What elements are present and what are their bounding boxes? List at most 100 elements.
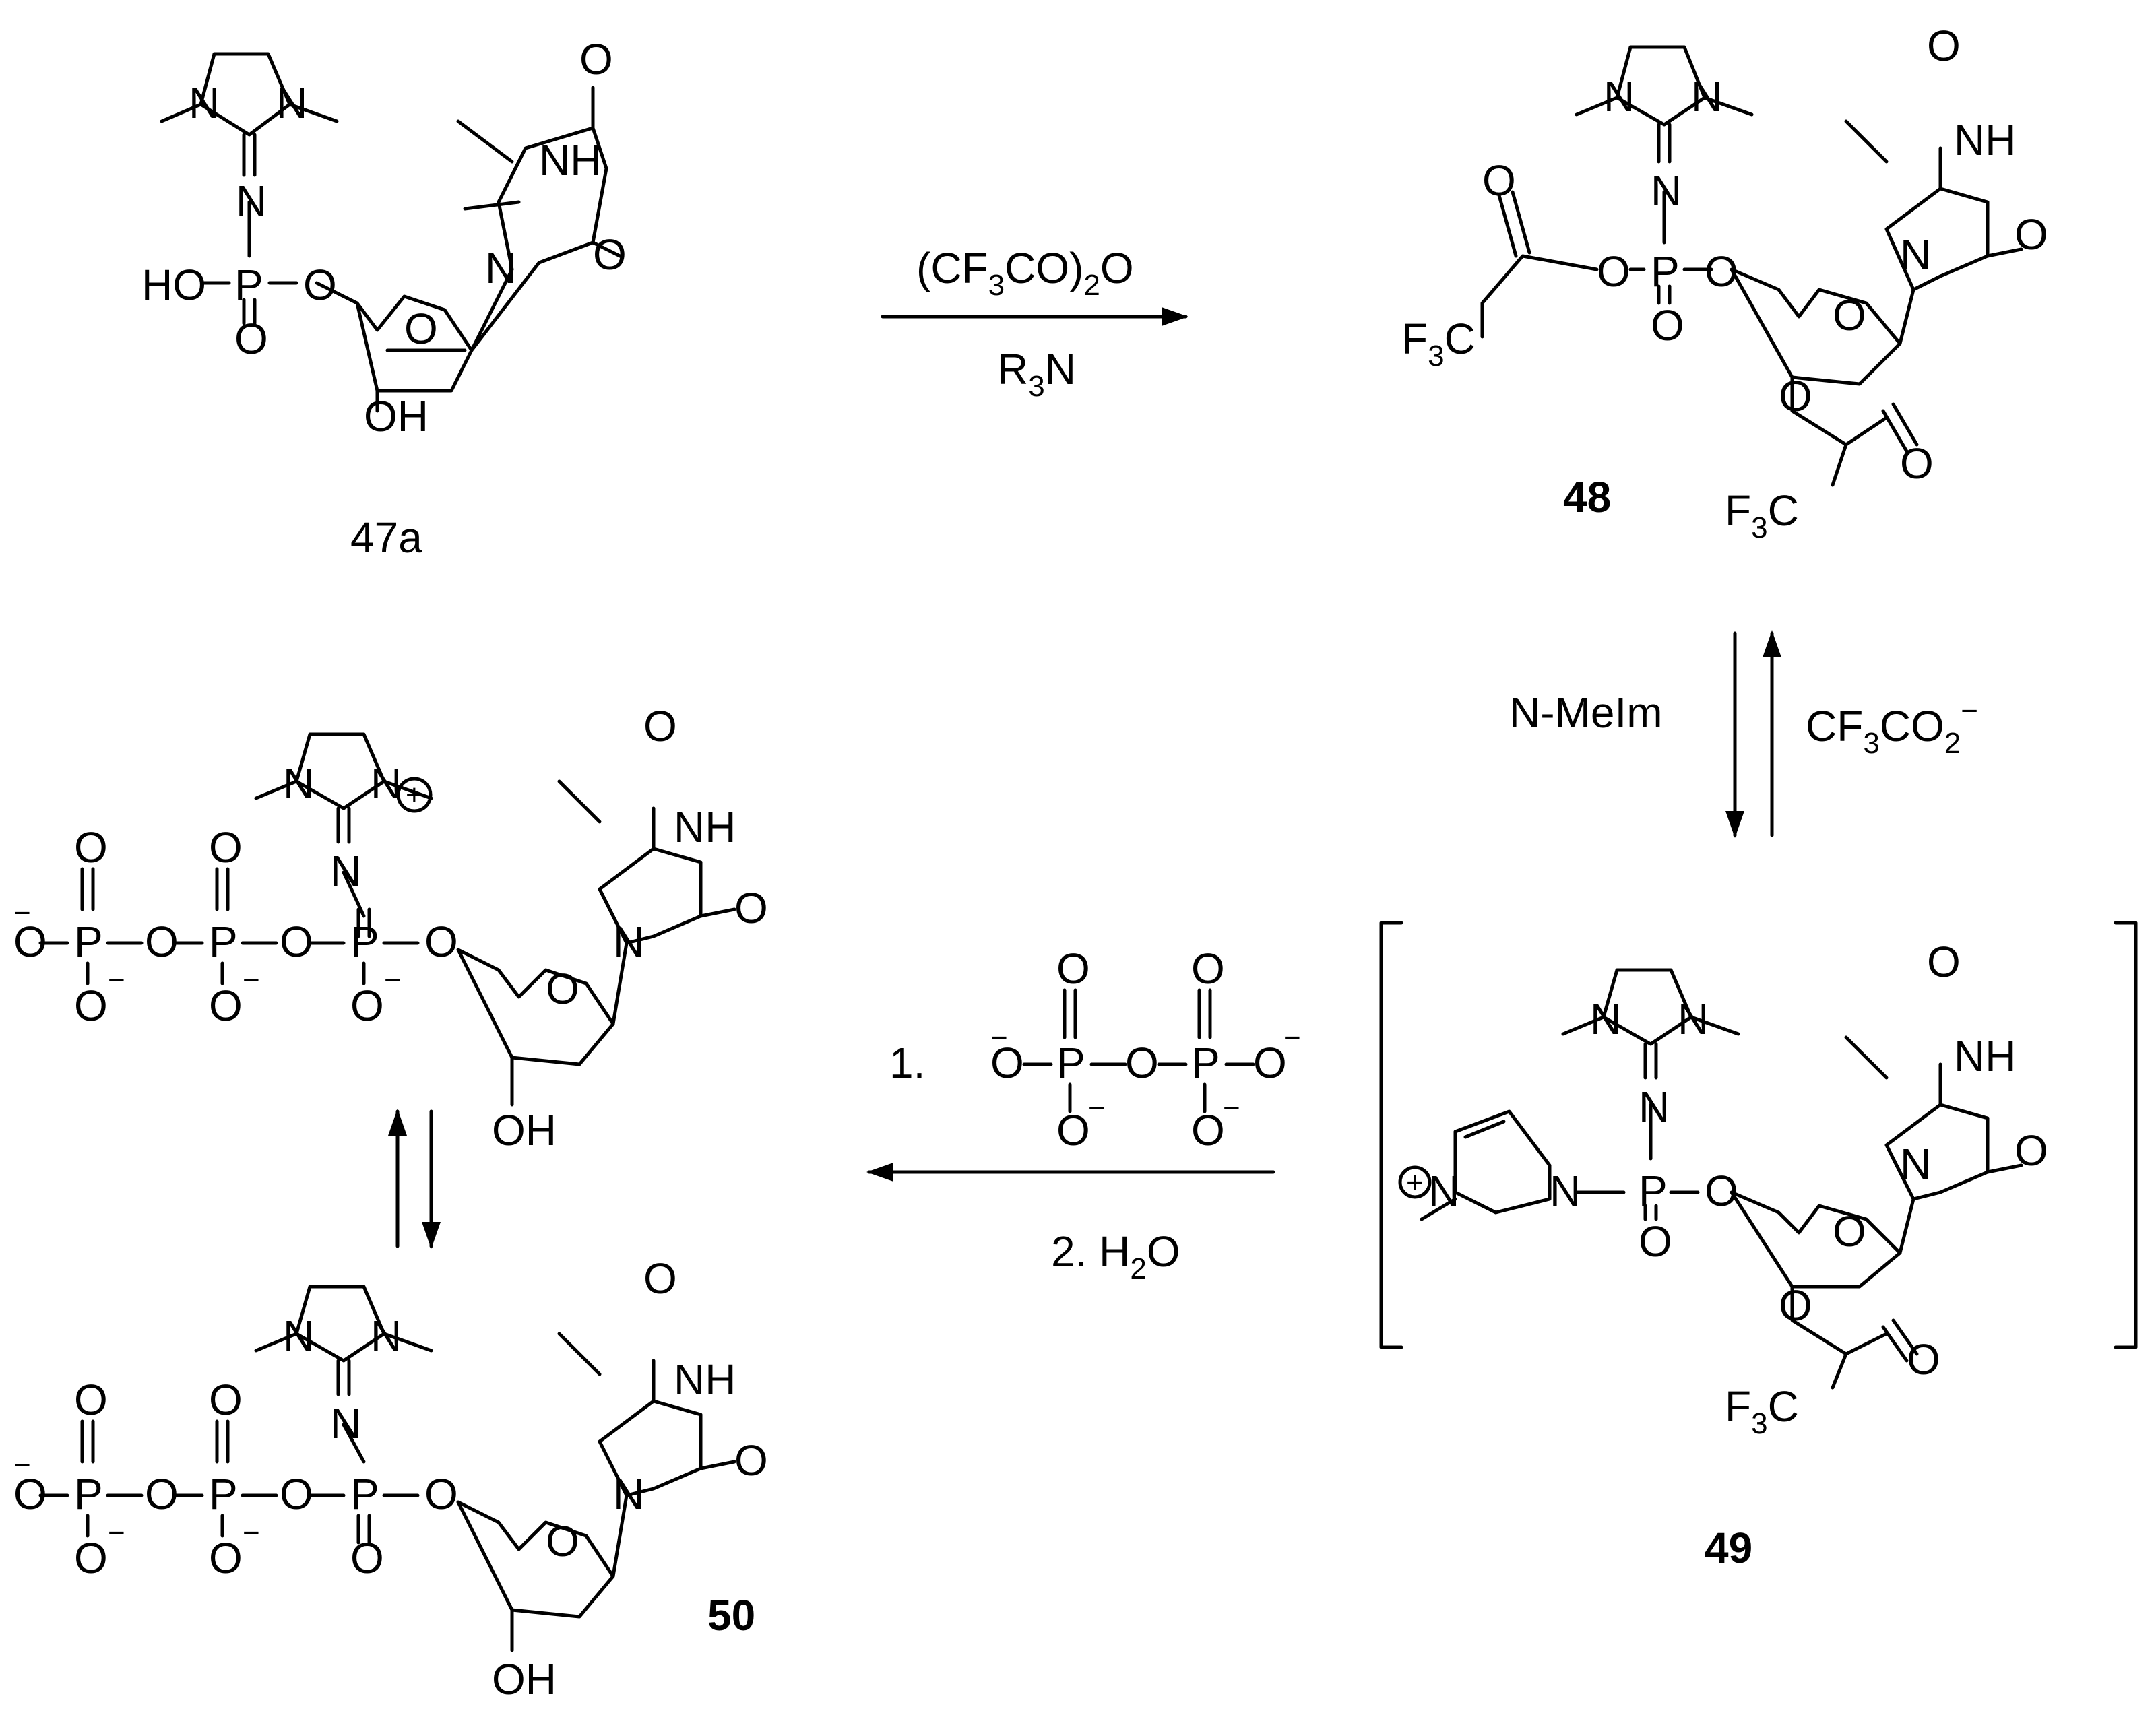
o-carbonyl-2: O [734,1436,768,1485]
nh-base: NH [539,136,601,185]
o-terminal: O [13,917,47,966]
n-imine: N [1651,166,1682,215]
p-gamma: P [74,917,103,966]
o-bridge: O [1125,1039,1159,1087]
o-ring: O [546,965,579,1013]
oh-label: OH [364,392,429,441]
o-ester-3: O [1779,372,1812,420]
p-atom: P [1639,1167,1668,1215]
n-base: N [613,917,644,966]
p-1: P [1056,1039,1085,1087]
p-alpha: P [350,917,379,966]
minus-2: − [108,1516,125,1549]
o-carbonyl-1: O [643,1254,677,1303]
o-bottom-2: O [209,1534,243,1582]
o-bottom-1: O [74,981,108,1030]
o-right: O [1253,1039,1287,1087]
minus-3: − [243,1516,260,1549]
cf3-group: F3C [1725,1382,1799,1440]
o-link-2: O [1705,247,1738,296]
triphosphate-charged: + N N N O P O P O P O O O O O O − − − − … [13,702,768,1155]
n-imidazolium-2: N [1428,1167,1459,1215]
compound-label-50: 50 [707,1591,755,1640]
o-ring: O [546,1517,579,1565]
o-ester: O [424,917,458,966]
reagent-n-meim: N-MeIm [1509,688,1663,737]
nh-base: NH [674,803,736,851]
n-imidazolium-1: N [1550,1167,1581,1215]
p-2: P [1191,1039,1220,1087]
ho-label: HO [141,261,206,309]
minus-3: − [1088,1092,1106,1125]
o-top-1: O [74,823,108,872]
cf3-group-1: F3C [1401,315,1476,373]
compound-48: N N N P O O O O F3C O O O F3C N NH O O 4… [1401,22,2048,544]
minus-1: − [13,1449,31,1482]
compound-label-49: 49 [1705,1524,1752,1572]
minus-3: − [243,964,260,997]
o-ring: O [1833,1207,1866,1256]
o-bottom-2: O [1191,1106,1225,1155]
o-carbonyl-2: O [2015,210,2048,259]
p-beta: P [209,917,238,966]
plus-charge: + [406,779,423,812]
o-left: O [990,1039,1024,1087]
o-ester: O [303,261,337,309]
p-gamma: P [74,1470,103,1518]
cf3-group-2: F3C [1725,486,1799,544]
oh-label: OH [492,1655,557,1704]
n-ring-2: N [1678,995,1709,1043]
o-phosphoryl: O [1651,301,1684,350]
step-2-label: 2. H2O [1051,1227,1180,1285]
o-bottom-1: O [1056,1106,1090,1155]
plus-charge-circle [1398,1165,1432,1199]
nh-base: NH [674,1355,736,1404]
equilibrium-arrows-tautomers [388,1109,441,1249]
o-top-2: O [209,1376,243,1424]
o-carbonyl-1: O [643,702,677,750]
o-bridge-2: O [280,917,313,966]
o-bottom-2: O [209,981,243,1030]
n-imine: N [1639,1082,1670,1131]
minus-1: − [13,897,31,930]
n-imine: N [330,847,361,895]
o-carbonyl-1: O [1927,938,1961,986]
o-bottom-3: O [350,981,384,1030]
o-link: O [1705,1167,1738,1215]
n-base: N [485,244,516,292]
step-1-label: 1. [889,1039,925,1087]
o-bridge-2: O [280,1470,313,1518]
o-phosphoryl: O [1639,1217,1672,1266]
reagent-trifluoroacetate: CF3CO2− [1806,694,1978,760]
n-ring-1: N [283,759,314,808]
minus-4: − [1223,1092,1240,1125]
p-alpha: P [350,1470,379,1518]
n-ring-1: N [189,79,220,127]
o-ring: O [1833,291,1866,339]
o-acyl-2: O [1900,439,1934,488]
o-ester-3: O [1779,1281,1812,1330]
compound-47a: N N N HO P O O O OH N NH O O 47a [141,35,627,562]
o-carbonyl-2: O [2015,1126,2048,1175]
o-top-1: O [1056,944,1090,993]
reaction-arrow-1: (CF3CO)2O R3N [881,244,1188,403]
o-top-2: O [209,823,243,872]
oh-label: OH [492,1106,557,1155]
o-bridge-1: O [145,1470,179,1518]
n-imine: N [330,1399,361,1448]
n-base: N [613,1470,644,1518]
n-ring-1: N [283,1312,314,1360]
o-phosphoryl: O [234,315,268,363]
o-carbonyl-2: O [734,884,768,932]
p-beta: P [209,1470,238,1518]
compound-50: N N N O P O P O P O O O O O O − − − O OH… [13,1254,768,1704]
o-carbonyl-1: O [1927,22,1961,70]
n-ring-1: N [1590,995,1621,1043]
p-atom: P [1651,247,1680,296]
pyrophosphate-reagent: O O O P O P O O O − − − − [990,944,1301,1155]
n-base: N [1900,1140,1931,1188]
o-carbonyl-1: O [579,35,613,84]
n-ring-2: N [371,759,402,808]
compound-label-48: 48 [1563,473,1611,521]
